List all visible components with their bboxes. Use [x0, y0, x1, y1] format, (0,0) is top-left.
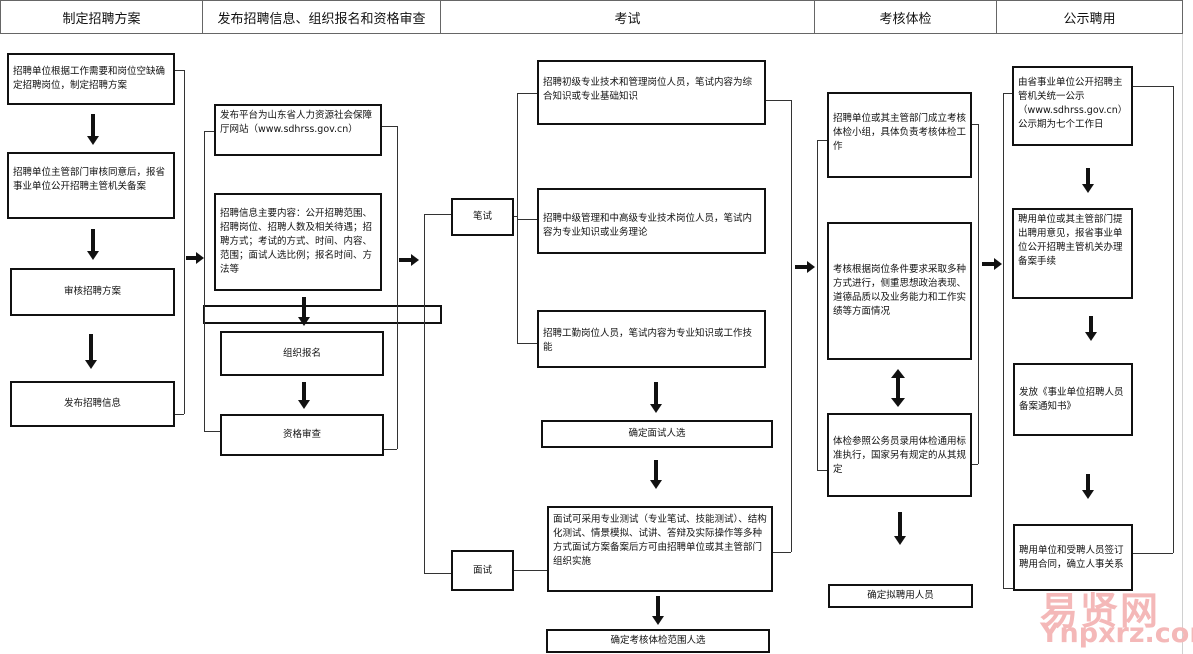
connector [424, 573, 451, 574]
header-col4: 考核体检 [814, 0, 997, 34]
connector [978, 124, 979, 464]
c1-step-publish: 发布招聘信息 [10, 381, 175, 427]
c3-written-senior: 招聘中级管理和中高级专业技术岗位人员，笔试内容为专业知识或业务理论 [537, 188, 766, 254]
c3-confirm-check: 确定考核体检范围人选 [546, 629, 770, 653]
c3-written-exam: 笔试 [451, 198, 514, 236]
connector [817, 140, 818, 470]
c2-registration: 组织报名 [220, 331, 384, 376]
connector [1003, 93, 1004, 588]
c3-interview-methods: 面试可采用专业测试（专业笔试、技能测试）、结构化测试、情景模拟、试讲、答辩及实际… [547, 506, 773, 592]
connector [773, 552, 791, 553]
c5-publicity: 由省事业单位公开招聘主管机关统一公示（www.sdhrss.gov.cn）公示期… [1012, 66, 1133, 146]
c2-qualification: 资格审查 [220, 414, 384, 456]
c3-confirm-interview: 确定面试人选 [541, 420, 773, 448]
c1-step-plan: 招聘单位根据工作需要和岗位空缺确定招聘岗位，制定招聘方案 [7, 53, 175, 105]
connector [517, 343, 537, 344]
connector [972, 464, 978, 465]
connector [204, 131, 205, 431]
down-arrow-icon [652, 596, 664, 625]
c4-team: 招聘单位或其主管部门成立考核体检小组，具体负责考核体检工作 [827, 92, 972, 178]
connector [791, 100, 792, 552]
down-arrow-icon [650, 382, 662, 413]
c2-info-content: 招聘信息主要内容：公开招聘范围、招聘岗位、招聘人数及相关待遇；招聘方式；考试的方… [214, 193, 382, 291]
header-col2: 发布招聘信息、组织报名和资格审查 [202, 0, 441, 34]
connector [397, 126, 398, 449]
connector [382, 126, 397, 127]
c4-confirm-hire: 确定拟聘用人员 [828, 584, 973, 608]
connector [1133, 553, 1173, 554]
c3-interview: 面试 [451, 550, 514, 591]
connector [517, 219, 537, 220]
connector [204, 431, 220, 432]
connector [1133, 86, 1173, 87]
connector [1003, 588, 1013, 589]
c5-contract: 聘用单位和受聘人员签订聘用合同，确立人事关系 [1013, 524, 1133, 591]
header-col5: 公示聘用 [996, 0, 1183, 34]
c2-platform: 发布平台为山东省人力资源社会保障厅网站（www.sdhrss.gov.cn） [214, 104, 382, 156]
down-arrow-icon [298, 382, 310, 409]
connector [1173, 86, 1174, 553]
connector [517, 93, 518, 343]
header-col3: 考试 [440, 0, 815, 34]
connector [175, 414, 184, 415]
connector [817, 470, 827, 471]
double-arrow-icon [891, 369, 905, 407]
c3-written-worker: 招聘工勤岗位人员，笔试内容为专业知识或工作技能 [537, 310, 766, 368]
grid-line [1182, 0, 1183, 654]
right-arrow-icon [982, 258, 1002, 270]
connector [424, 214, 425, 574]
c1-step-review-filing: 招聘单位主管部门审核同意后，报省事业单位公开招聘主管机关备案 [7, 152, 175, 219]
down-arrow-icon [1085, 316, 1097, 341]
down-arrow-icon [85, 334, 97, 369]
c4-assessment: 考核根据岗位条件要求采取多种方式进行，侧重思想政治表现、道德品质以及业务能力和工… [827, 222, 972, 360]
connector [972, 124, 978, 125]
connector [766, 100, 791, 101]
down-arrow-icon [650, 460, 662, 489]
connector [817, 140, 827, 141]
down-arrow-icon [1082, 168, 1094, 193]
header-col1: 制定招聘方案 [0, 0, 203, 34]
connector [424, 214, 451, 215]
right-arrow-icon [399, 254, 419, 266]
connector [384, 449, 397, 450]
c5-notice: 发放《事业单位招聘人员备案通知书》 [1013, 363, 1133, 436]
watermark-en: Ynpxrz.com [1040, 618, 1193, 649]
down-arrow-icon [87, 114, 99, 145]
c3-written-junior: 招聘初级专业技术和管理岗位人员，笔试内容为综合知识或专业基础知识 [537, 60, 766, 125]
connector [514, 570, 547, 571]
c5-hiring-opinion: 聘用单位或其主管部门提出聘用意见，报省事业单位公开招聘主管机关办理备案手续 [1012, 208, 1133, 299]
connector [184, 70, 185, 414]
down-arrow-icon [1082, 474, 1094, 499]
c4-physical: 体检参照公务员录用体检通用标准执行，国家另有规定的从其规定 [827, 413, 972, 497]
watermark-cn: 易贤网 [1040, 589, 1161, 633]
right-arrow-icon [186, 252, 204, 264]
connector [1003, 93, 1012, 94]
connector [517, 93, 537, 94]
connector [175, 70, 184, 71]
down-arrow-icon [894, 512, 906, 545]
c2-highlight-frame [203, 305, 442, 324]
right-arrow-icon [795, 261, 815, 273]
down-arrow-icon [87, 229, 99, 260]
connector [514, 216, 518, 217]
connector [204, 131, 214, 132]
down-arrow-icon [298, 297, 310, 326]
c1-step-review: 审核招聘方案 [10, 268, 175, 316]
